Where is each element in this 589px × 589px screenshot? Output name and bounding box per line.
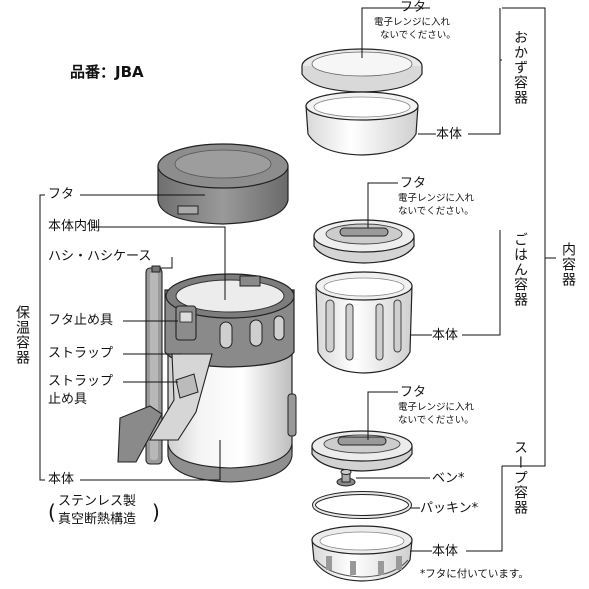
gohan-container-title: ごはん容器	[512, 232, 528, 307]
label-thermal-lid: フタ	[48, 187, 75, 202]
label-body-note-line1: ステンレス製	[58, 494, 137, 509]
thermal-container-title: 保温容器	[14, 305, 30, 365]
soup-lid	[311, 430, 413, 472]
label-strap-stopper-line2: 止め具	[48, 392, 88, 407]
model-number: 品番：JBA	[70, 63, 144, 81]
thermal-body	[164, 273, 297, 483]
lid-clip	[175, 305, 197, 341]
label-gohan-body: 本体	[432, 328, 459, 343]
soup-packing	[312, 491, 412, 519]
label-okazu-lid: フタ	[400, 0, 427, 15]
paren-open: (	[48, 500, 56, 524]
gohan-lid-note-line1: 電子レンジに入れ	[398, 193, 475, 204]
okazu-container-title: おかず容器	[512, 30, 528, 105]
label-inner-side: 本体内側	[48, 219, 101, 234]
leader-lines	[39, 7, 556, 552]
label-thermal-body: 本体	[48, 472, 75, 487]
soup-body	[311, 525, 413, 582]
okazu-body	[305, 91, 419, 156]
soup-valve	[336, 469, 356, 487]
paren-close: )	[152, 500, 160, 524]
label-body-note-line2: 真空断熱構造	[58, 512, 137, 527]
okazu-lid-note-line1: 電子レンジに入れ	[374, 17, 451, 28]
label-soup-valve: ベン*	[432, 471, 465, 486]
gohan-lid-note-line2: ないでください。	[398, 206, 474, 217]
label-soup-body: 本体	[432, 544, 459, 559]
label-lid-clip: フタ止め具	[48, 313, 114, 328]
label-soup-lid: フタ	[400, 385, 427, 400]
footnote: *フタに付いています。	[420, 568, 529, 580]
gohan-lid	[313, 219, 415, 264]
label-soup-packing: パッキン*	[420, 501, 479, 516]
gohan-body	[315, 271, 413, 374]
thermal-lid	[157, 143, 289, 225]
label-chopstick-case: ハシ・ハシケース	[48, 249, 152, 264]
soup-container-title: スープ容器	[512, 440, 528, 515]
soup-lid-note-line2: ないでください。	[398, 415, 474, 426]
inner-container-title: 内容器	[560, 242, 576, 287]
label-gohan-lid: フタ	[400, 176, 427, 191]
label-okazu-body: 本体	[436, 127, 463, 142]
label-strap-stopper-line1: ストラップ	[48, 374, 114, 389]
label-strap: ストラップ	[48, 346, 114, 361]
soup-lid-note-line1: 電子レンジに入れ	[398, 402, 475, 413]
strap	[117, 353, 213, 463]
okazu-lid-note-line2: ないでください。	[380, 30, 456, 41]
